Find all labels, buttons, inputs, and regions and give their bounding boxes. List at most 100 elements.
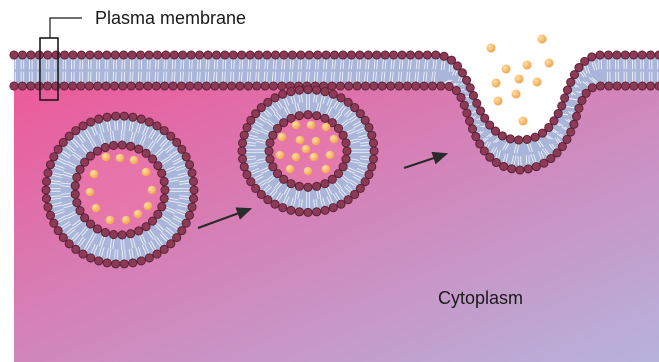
lipid-head <box>558 102 566 110</box>
lipid-head <box>137 257 145 265</box>
cargo-molecule <box>292 153 301 162</box>
lipid-head <box>50 219 58 227</box>
cargo-molecule <box>502 65 511 74</box>
lipid-head <box>127 142 135 150</box>
lipid-head <box>79 250 87 258</box>
cargo-molecule <box>310 153 319 162</box>
lipid-head <box>287 180 295 188</box>
lipid-head <box>76 165 84 173</box>
lipid-head <box>465 117 473 125</box>
lipid-head <box>129 113 137 121</box>
lipid-head <box>135 82 143 90</box>
cargo-molecule <box>92 204 101 213</box>
lipid-head <box>339 131 347 139</box>
lipid-head <box>313 208 321 216</box>
lipid-head <box>236 82 244 90</box>
cargo-molecule <box>102 153 111 162</box>
lipid-head <box>72 127 80 135</box>
lipid-head <box>364 51 372 59</box>
secretory-vesicle-approaching <box>42 112 198 268</box>
lipid-head <box>389 51 397 59</box>
lipid-head <box>10 82 18 90</box>
lipid-head <box>329 90 337 98</box>
cargo-molecule <box>106 216 115 225</box>
lipid-head <box>93 147 101 155</box>
lipid-head <box>112 260 120 268</box>
lipid-head <box>170 51 178 59</box>
lipid-head <box>185 211 193 219</box>
released-cargo <box>487 35 554 126</box>
lipid-head <box>321 114 329 122</box>
lipid-head <box>73 173 81 181</box>
lipid-head <box>563 135 571 143</box>
lipid-head <box>554 109 562 117</box>
lipid-head <box>423 51 431 59</box>
cargo-molecule <box>326 151 335 160</box>
lipid-head <box>336 82 344 90</box>
lipid-head <box>73 199 81 207</box>
lipid-head <box>255 51 263 59</box>
lipid-head <box>655 82 659 90</box>
lipid-head <box>264 98 272 106</box>
lipid-head <box>269 163 277 171</box>
lipid-head <box>321 88 329 96</box>
lipid-head <box>269 82 277 90</box>
lipid-head <box>142 223 150 231</box>
lipid-head <box>297 51 305 59</box>
cargo-molecule <box>538 35 547 44</box>
lipid-head <box>370 82 378 90</box>
lipid-head <box>152 82 160 90</box>
lipid-head <box>263 51 271 59</box>
lipid-head <box>567 128 575 136</box>
lipid-head <box>160 245 168 253</box>
lipid-head <box>160 127 168 135</box>
cargo-molecule <box>519 117 528 126</box>
lipid-head <box>112 112 120 120</box>
lipid-head <box>498 132 506 140</box>
cytoplasm-label: Cytoplasm <box>438 288 523 308</box>
lipid-head <box>129 259 137 267</box>
lipid-head <box>27 51 35 59</box>
lipid-head <box>328 82 336 90</box>
cargo-molecule <box>276 151 285 160</box>
lipid-head <box>188 203 196 211</box>
lipid-head <box>476 107 484 115</box>
cargo-molecule <box>86 188 95 197</box>
lipid-head <box>46 161 54 169</box>
lipid-head <box>182 153 190 161</box>
lipid-head <box>135 145 143 153</box>
lipid-head <box>266 155 274 163</box>
lipid-head <box>630 51 638 59</box>
lipid-head <box>178 227 186 235</box>
lipid-head <box>523 135 531 143</box>
cargo-molecule <box>307 121 316 130</box>
lipid-head <box>368 131 376 139</box>
lipid-head <box>415 51 423 59</box>
lipid-head <box>563 86 571 94</box>
lipid-head <box>167 240 175 248</box>
lipid-head <box>79 122 87 130</box>
lipid-head <box>229 51 237 59</box>
lipid-head <box>87 254 95 262</box>
lipid-head <box>190 186 198 194</box>
lipid-head <box>27 82 35 90</box>
lipid-head <box>361 82 369 90</box>
lipid-head <box>18 51 26 59</box>
lipid-head <box>110 82 118 90</box>
lipid-head <box>304 208 312 216</box>
lipid-head <box>524 165 532 173</box>
lipid-head <box>370 147 378 155</box>
lipid-head <box>329 204 337 212</box>
lipid-head <box>531 133 539 141</box>
lipid-head <box>647 82 655 90</box>
lipid-head <box>145 118 153 126</box>
lipid-head <box>344 196 352 204</box>
lipid-head <box>94 82 102 90</box>
cargo-molecule <box>322 123 331 132</box>
lipid-head <box>160 177 168 185</box>
lipid-head <box>103 113 111 121</box>
lipid-head <box>50 153 58 161</box>
lipid-head <box>472 132 480 140</box>
lipid-head <box>44 169 52 177</box>
